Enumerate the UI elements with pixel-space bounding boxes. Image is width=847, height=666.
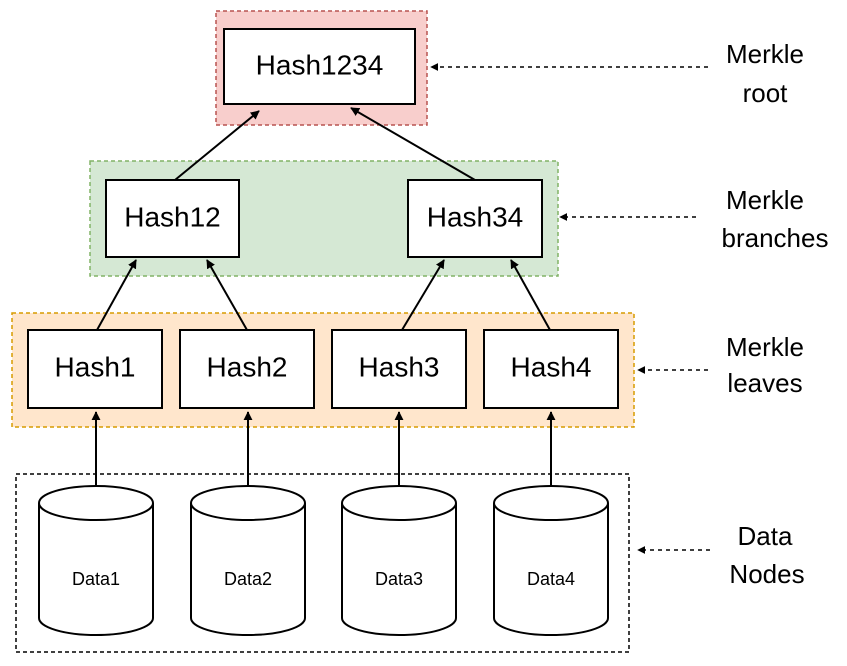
branch-node-label: Hash34 — [427, 201, 524, 232]
label-line: Merkle — [726, 39, 804, 69]
leaf-node-hash2: Hash2 — [179, 329, 315, 409]
label-line: Nodes — [729, 559, 804, 589]
arrow-hash2-to-hash12 — [206, 259, 248, 331]
label-merkle-branches: Merkle branches — [722, 185, 829, 253]
data-node-label: Data1 — [72, 569, 120, 589]
data-cylinder-2: Data2 — [190, 485, 306, 636]
data-node-label: Data4 — [527, 569, 575, 589]
arrow-hash4-to-hash34 — [510, 259, 551, 331]
leaf-node-label: Hash3 — [359, 351, 440, 382]
data-node-label: Data2 — [224, 569, 272, 589]
data-cylinder-1: Data1 — [38, 485, 154, 636]
branch-node-label: Hash12 — [124, 201, 221, 232]
label-line: root — [743, 78, 789, 108]
data-nodes-group-box — [15, 473, 630, 653]
data-cylinder-3: Data3 — [341, 485, 457, 636]
label-line: Merkle — [726, 185, 804, 215]
label-line: Merkle — [726, 332, 804, 362]
arrow-hash1-to-hash12 — [96, 259, 137, 331]
label-line: branches — [722, 223, 829, 253]
label-merkle-root: Merkle root — [726, 39, 804, 108]
arrow-hash12-to-root — [174, 110, 260, 181]
leaf-node-label: Hash2 — [207, 351, 288, 382]
arrow-hash3-to-hash34 — [401, 259, 445, 331]
label-data-nodes: Data Nodes — [729, 521, 804, 589]
leaf-node-hash1: Hash1 — [27, 329, 163, 409]
leaf-node-hash4: Hash4 — [483, 329, 619, 409]
data-cylinder-4: Data4 — [493, 485, 609, 636]
leaf-node-label: Hash1 — [55, 351, 136, 382]
leaf-node-hash3: Hash3 — [331, 329, 467, 409]
root-node: Hash1234 — [223, 28, 416, 105]
arrow-hash34-to-root — [350, 107, 476, 181]
label-line: leaves — [727, 368, 802, 398]
root-node-label: Hash1234 — [256, 49, 384, 80]
data-node-label: Data3 — [375, 569, 423, 589]
branch-node-hash12: Hash12 — [105, 179, 240, 258]
label-merkle-leaves: Merkle leaves — [726, 332, 804, 398]
leaf-node-label: Hash4 — [511, 351, 592, 382]
branch-node-hash34: Hash34 — [407, 179, 543, 258]
label-line: Data — [738, 521, 793, 551]
